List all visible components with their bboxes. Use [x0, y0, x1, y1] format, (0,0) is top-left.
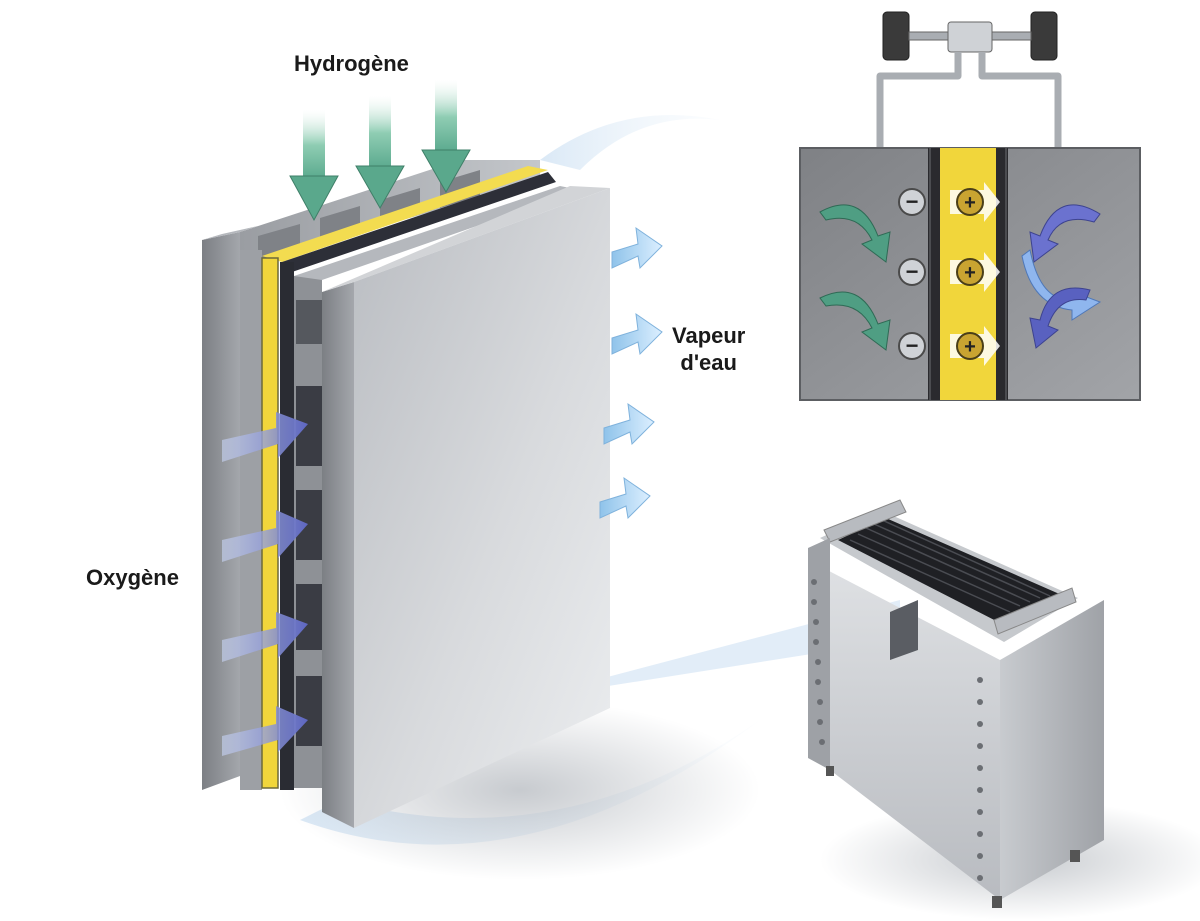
vapor-arrow	[599, 476, 651, 520]
hydrogen-flow-arrow	[819, 204, 891, 263]
svg-text:−: −	[906, 189, 919, 214]
electron-token: −	[898, 332, 926, 360]
svg-text:+: +	[964, 262, 976, 284]
vapor-arrow	[611, 312, 663, 356]
fuel-cell-unit	[808, 499, 1104, 908]
hydrogen-arrows	[289, 80, 471, 222]
water-vapor-label-line2: d'eau	[680, 350, 737, 375]
svg-text:+: +	[964, 192, 976, 214]
water-vapor-label-line1: Vapeur	[672, 323, 746, 348]
vehicle-axle-icon	[882, 11, 1058, 61]
proton-token: +	[950, 252, 1000, 292]
hydrogen-label: Hydrogène	[294, 51, 409, 76]
proton-token: +	[950, 326, 1000, 366]
proton-token: +	[950, 182, 1000, 222]
wire-right	[978, 52, 1062, 170]
hydrogen-arrow	[289, 110, 339, 222]
oxygen-flow-arrow	[1029, 204, 1101, 263]
hydrogen-arrow	[355, 96, 405, 210]
svg-text:−: −	[906, 259, 919, 284]
oxygen-arrow	[222, 612, 308, 662]
oxygen-arrow	[222, 706, 308, 756]
electron-token: −	[898, 188, 926, 216]
oxygen-flow-arrow	[1029, 287, 1091, 349]
light-beam	[520, 600, 900, 700]
hydrogen-arrow	[421, 80, 471, 194]
vapor-arrow	[603, 402, 655, 446]
wire-left	[876, 52, 962, 170]
oxygen-arrow	[222, 510, 308, 562]
vapor-arrow	[611, 226, 663, 270]
svg-text:−: −	[906, 333, 919, 358]
fuel-cell-stack	[202, 160, 610, 828]
electron-token: −	[898, 258, 926, 286]
oxygen-arrow	[222, 412, 308, 462]
water-vapor-arrows	[599, 226, 663, 520]
oxygen-arrows	[222, 412, 308, 756]
oxygen-label: Oxygène	[86, 565, 179, 590]
water-vapor-label: Vapeur d'eau	[672, 322, 745, 376]
swoosh-upper	[540, 115, 720, 170]
hydrogen-flow-arrow	[819, 291, 891, 351]
oxygen-flow-arrow	[1021, 249, 1102, 321]
svg-text:+: +	[964, 336, 976, 358]
view-window	[890, 600, 918, 660]
cell-reaction-diagram: − − − + + +	[799, 11, 1141, 401]
